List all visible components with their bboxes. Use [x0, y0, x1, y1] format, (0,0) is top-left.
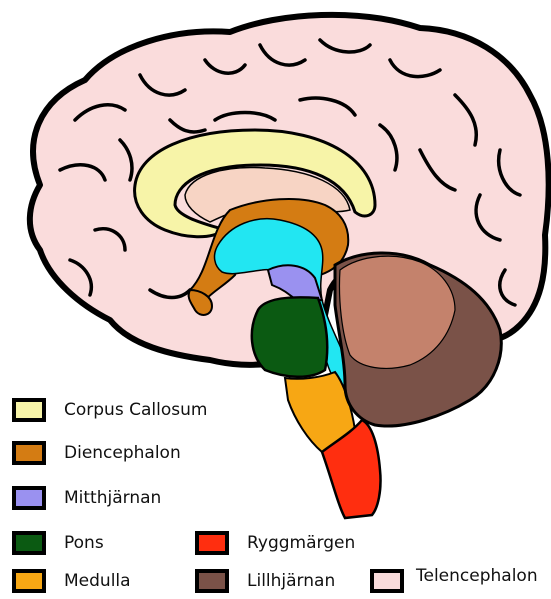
pons-region — [252, 297, 327, 376]
legend-mitthjarnan: Mitthjärnan — [12, 486, 252, 516]
legend-corpus-callosum: Corpus Callosum — [12, 398, 252, 428]
swatch-corpus-callosum — [12, 398, 46, 422]
swatch-ryggmargen — [195, 531, 229, 555]
legend-label-medulla: Medulla — [64, 571, 131, 591]
swatch-lillhjarnan — [195, 569, 229, 593]
legend-label-diencephalon: Diencephalon — [64, 443, 181, 463]
legend-label-telencephalon: Telencephalon — [416, 566, 538, 586]
legend-pons: Pons — [12, 531, 172, 561]
swatch-telencephalon — [370, 569, 404, 593]
swatch-medulla — [12, 569, 46, 593]
legend-diencephalon: Diencephalon — [12, 441, 252, 471]
legend-label-ryggmargen: Ryggmärgen — [247, 533, 355, 553]
legend-label-corpus-callosum: Corpus Callosum — [64, 400, 207, 420]
swatch-pons — [12, 531, 46, 555]
swatch-diencephalon — [12, 441, 46, 465]
legend-ryggmargen: Ryggmärgen — [195, 531, 395, 561]
legend-label-pons: Pons — [64, 533, 104, 553]
legend-label-mitthjarnan: Mitthjärnan — [64, 488, 161, 508]
legend-label-lillhjarnan: Lillhjärnan — [247, 571, 335, 591]
swatch-mitthjarnan — [12, 486, 46, 510]
